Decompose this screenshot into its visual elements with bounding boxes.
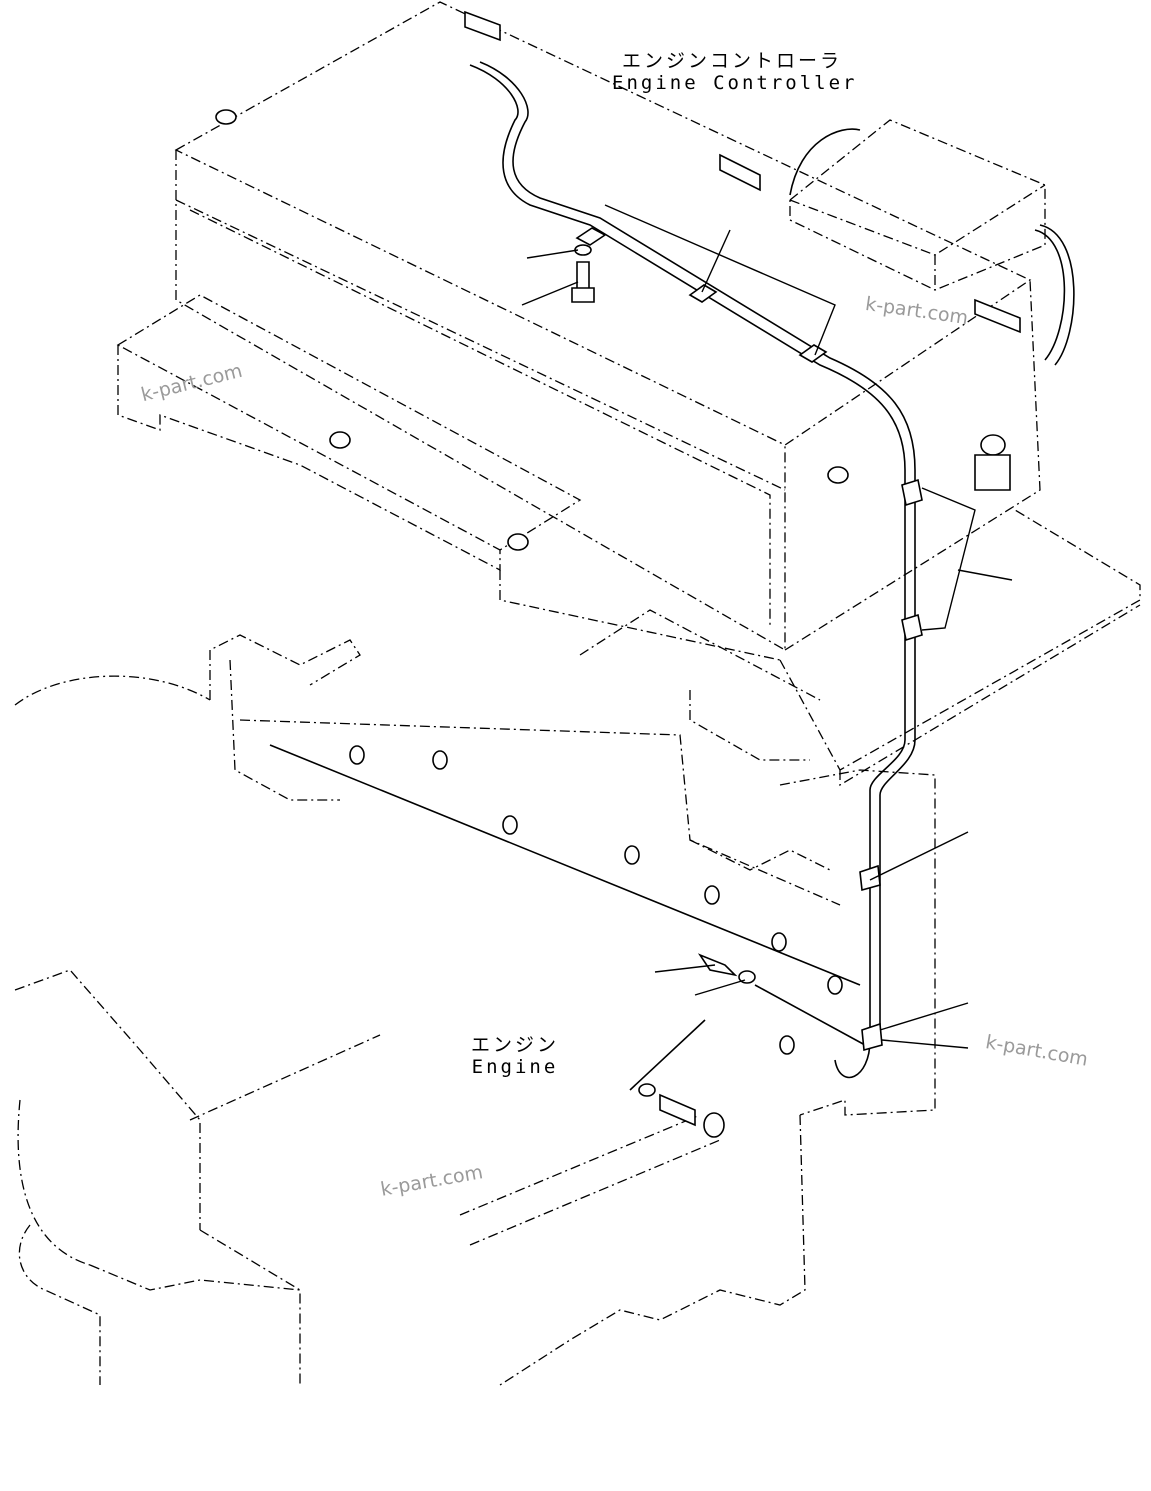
leader-lines <box>521 204 1013 1049</box>
engine-controller-label-jp: エンジンコントローラ <box>621 50 842 72</box>
controller-box <box>174 1 1041 652</box>
engine-label-en: Engine <box>471 1056 559 1078</box>
clip-parts <box>215 10 1021 1138</box>
ground-harness <box>269 61 1075 1091</box>
engine-label-jp: エンジン <box>470 1034 559 1056</box>
mounting-bracket <box>116 294 1141 787</box>
engine-controller-label-en: Engine Controller <box>612 72 858 94</box>
engine-outline <box>14 634 936 1386</box>
controller-module <box>789 119 1046 291</box>
